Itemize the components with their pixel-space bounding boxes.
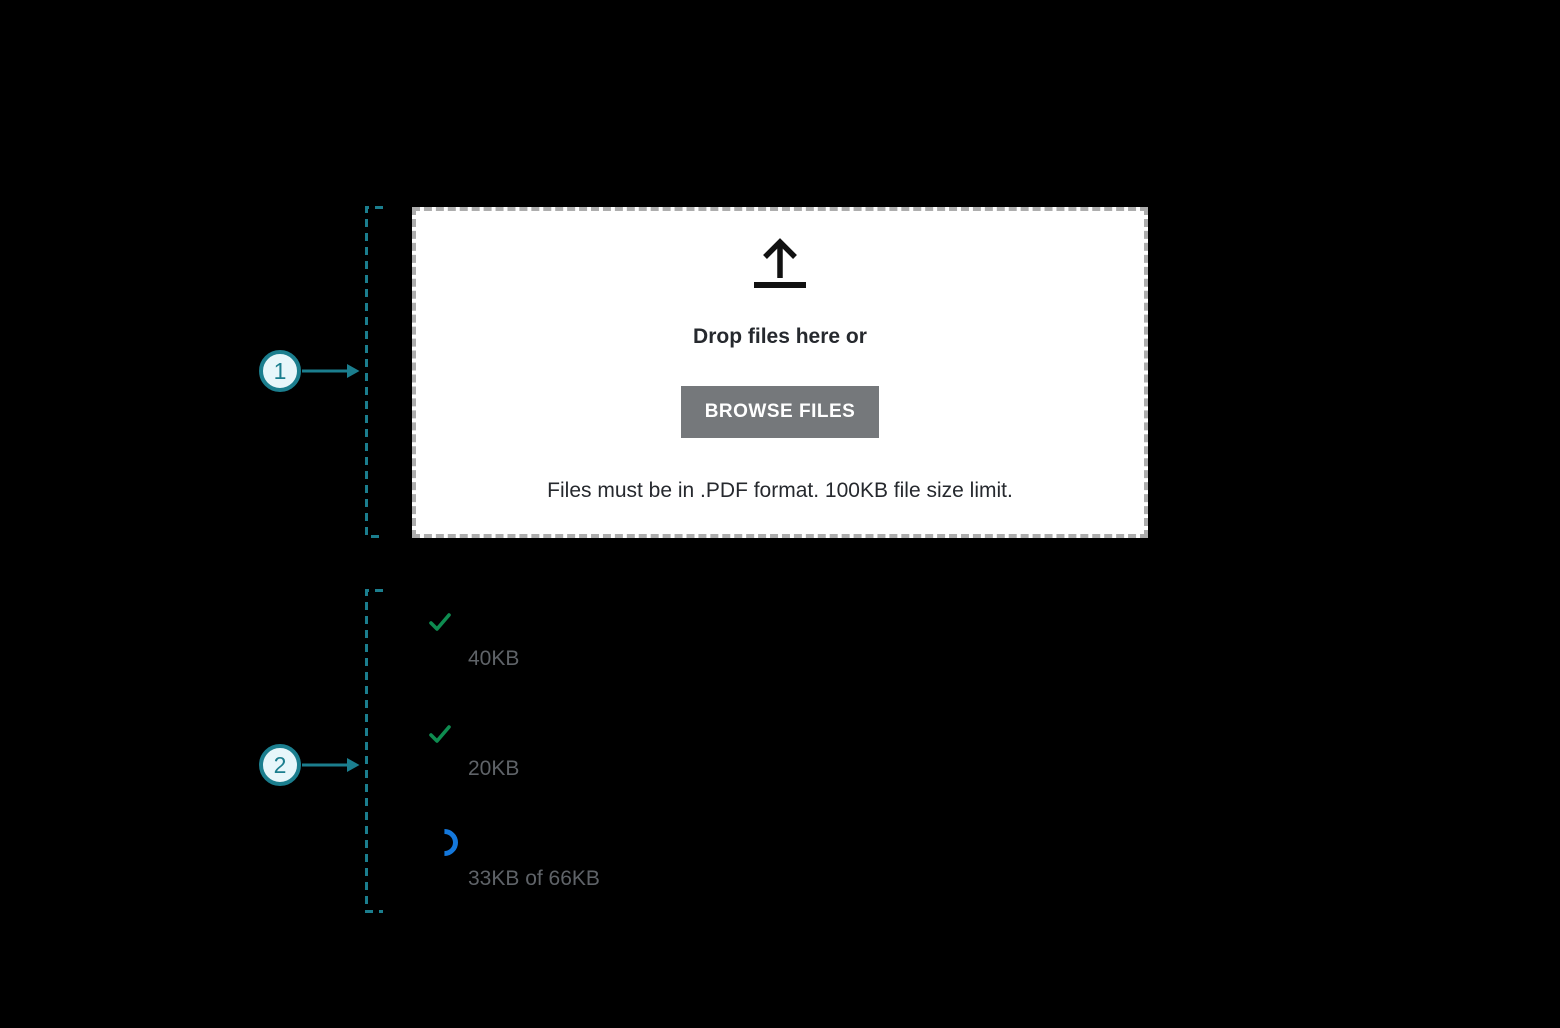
check-icon <box>429 725 451 743</box>
section-2-bracket <box>365 589 383 913</box>
callout-1-badge: 1 <box>259 350 301 392</box>
file-size-label: 33KB of 66KB <box>468 867 600 890</box>
callout-2-arrowhead-icon <box>347 758 360 772</box>
callout-1-arrowhead-icon <box>347 364 360 378</box>
callout-2-number: 2 <box>273 751 287 778</box>
dropzone-hint: Files must be in .PDF format. 100KB file… <box>547 479 1013 502</box>
upload-arrow-icon <box>754 238 806 288</box>
dropzone-title: Drop files here or <box>693 325 867 348</box>
section-1-bracket <box>365 206 383 538</box>
file-size-label: 20KB <box>468 757 520 780</box>
file-size-label: 40KB <box>468 647 520 670</box>
callout-2-badge: 2 <box>259 744 301 786</box>
callout-1-number: 1 <box>273 357 287 384</box>
browse-files-button[interactable]: BROWSE FILES <box>681 386 879 438</box>
file-dropzone[interactable]: Drop files here or BROWSE FILES Files mu… <box>412 207 1148 538</box>
check-icon <box>429 613 451 631</box>
spinner-icon <box>425 823 464 862</box>
